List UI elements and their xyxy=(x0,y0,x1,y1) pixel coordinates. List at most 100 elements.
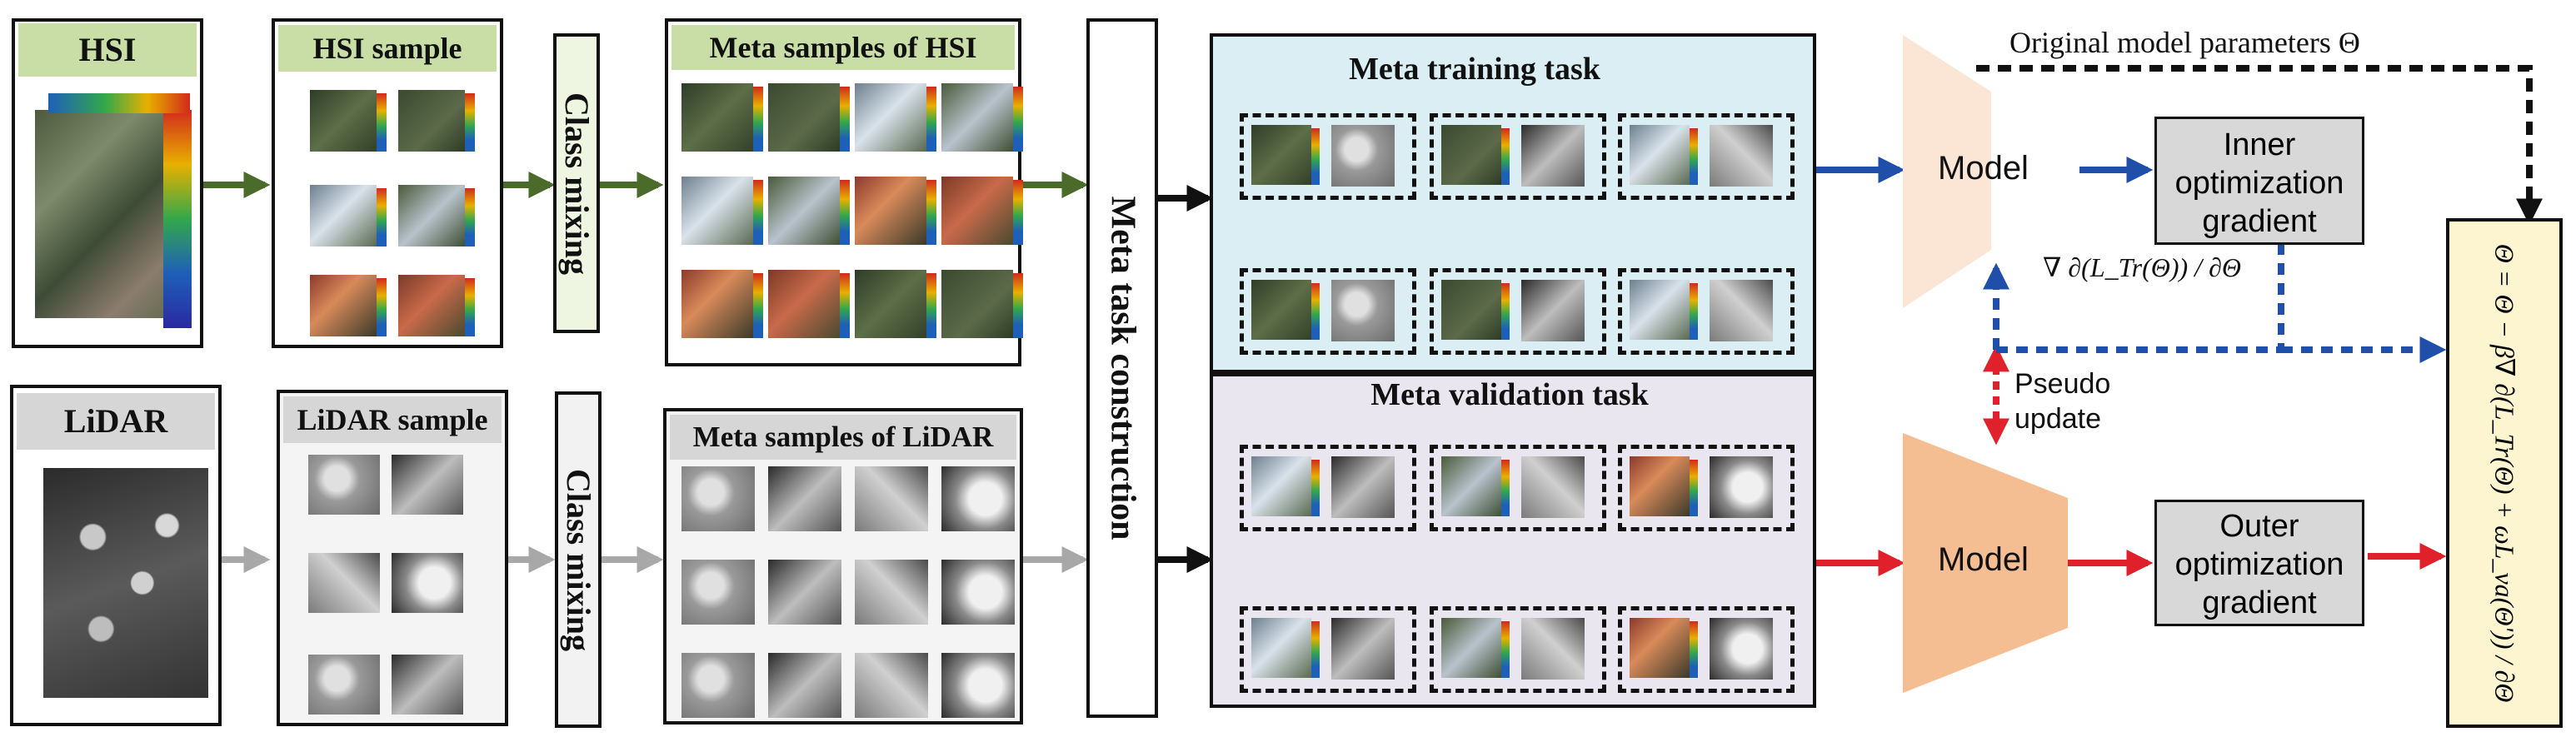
task-hsi-cube xyxy=(1630,618,1690,678)
task-hsi-cube-spectral-side xyxy=(1690,128,1698,185)
hsi-sample-cube xyxy=(310,275,377,336)
meta-lidar-tile xyxy=(681,466,755,531)
lidar-sample-tile xyxy=(308,455,380,515)
training-pair xyxy=(1240,113,1416,200)
task-hsi-cube xyxy=(1251,125,1311,185)
validation-pair xyxy=(1430,606,1606,693)
hsi-sample-cube-spectral-side xyxy=(377,188,387,247)
meta-hsi-cube-spectral-side xyxy=(926,87,936,152)
task-hsi-cube-spectral-side xyxy=(1501,128,1510,185)
task-hsi-cube-spectral-side xyxy=(1311,621,1320,678)
validation-pair xyxy=(1240,606,1416,693)
task-hsi-cube-spectral-side xyxy=(1501,283,1510,340)
task-hsi-cube-spectral-side xyxy=(1690,460,1698,516)
hsi-sample-cube-spectral-side xyxy=(377,93,387,152)
task-hsi-cube xyxy=(1251,456,1311,516)
meta-hsi-cube-spectral-side xyxy=(840,273,850,338)
task-lidar-tile xyxy=(1331,618,1395,680)
task-hsi-cube xyxy=(1630,280,1690,340)
pseudo-update-label: Pseudo update xyxy=(2014,366,2110,436)
task-lidar-tile xyxy=(1521,456,1585,518)
meta-hsi-cube xyxy=(681,177,753,245)
outer-gradient-line3: gradient xyxy=(2202,585,2317,620)
hsi-cube-image xyxy=(35,110,178,318)
task-lidar-tile xyxy=(1710,280,1773,341)
lidar-sample-title: LiDAR sample xyxy=(283,396,502,443)
lidar-image xyxy=(43,468,208,698)
validation-pair xyxy=(1618,606,1795,693)
meta-hsi-cube xyxy=(768,177,840,245)
task-hsi-cube-spectral-side xyxy=(1311,128,1320,185)
meta-lidar-tile xyxy=(941,466,1015,531)
meta-hsi-cube xyxy=(855,177,926,245)
gradient-expression: ∇ ∂(L_Tr(Θ)) / ∂Θ xyxy=(2043,251,2241,283)
meta-hsi-cube xyxy=(941,270,1013,338)
meta-hsi-cube-spectral-side xyxy=(840,87,850,152)
update-formula-box: Θ = Θ − β∇ ∂(L_Tr(Θ) + ωL_va(Θ')) / ∂Θ xyxy=(2446,218,2563,728)
hsi-sample-cube-spectral-side xyxy=(465,188,475,247)
task-lidar-tile xyxy=(1331,456,1395,518)
task-hsi-cube xyxy=(1441,280,1501,340)
meta-samples-lidar-title: Meta samples of LiDAR xyxy=(670,415,1016,460)
task-hsi-cube xyxy=(1251,280,1311,340)
hsi-sample-cube-spectral-side xyxy=(465,278,475,336)
original-params-label: Original model parameters Θ xyxy=(2004,25,2365,60)
meta-hsi-cube-spectral-side xyxy=(926,180,936,245)
task-lidar-tile xyxy=(1521,280,1585,341)
meta-hsi-cube-spectral-side xyxy=(926,273,936,338)
task-lidar-tile xyxy=(1521,125,1585,187)
validation-pair xyxy=(1430,445,1606,531)
outer-gradient-box: Outer optimization gradient xyxy=(2154,500,2364,626)
inner-gradient-line2: optimization xyxy=(2174,166,2344,201)
task-hsi-cube-spectral-side xyxy=(1311,460,1320,516)
training-pair xyxy=(1430,268,1606,355)
meta-hsi-cube-spectral-side xyxy=(1013,273,1023,338)
validation-pair xyxy=(1618,445,1795,531)
task-hsi-cube-spectral-side xyxy=(1690,621,1698,678)
meta-training-title: Meta training task xyxy=(1349,52,1600,87)
hsi-sample-cube-spectral-side xyxy=(377,278,387,336)
task-hsi-cube xyxy=(1441,125,1501,185)
task-lidar-tile xyxy=(1710,618,1773,680)
hsi-sample-cube-spectral-side xyxy=(465,93,475,152)
lidar-sample-tile xyxy=(392,553,463,613)
meta-hsi-cube xyxy=(941,83,1013,152)
update-formula: Θ = Θ − β∇ ∂(L_Tr(Θ) + ωL_va(Θ')) / ∂Θ xyxy=(2489,243,2519,703)
hsi-sample-title: HSI sample xyxy=(278,25,497,72)
meta-hsi-cube-spectral-side xyxy=(1013,180,1023,245)
hsi-sample-cube xyxy=(310,90,377,152)
hsi-cube-top xyxy=(48,93,190,113)
meta-lidar-tile xyxy=(768,466,841,531)
inner-gradient-line3: gradient xyxy=(2202,204,2317,239)
task-hsi-cube xyxy=(1441,456,1501,516)
meta-lidar-tile xyxy=(768,653,841,718)
meta-hsi-cube xyxy=(768,270,840,338)
dashed-original-params xyxy=(1976,65,2543,226)
task-hsi-cube xyxy=(1251,618,1311,678)
meta-hsi-cube xyxy=(855,83,926,152)
lidar-sample-tile xyxy=(308,553,380,613)
meta-lidar-tile xyxy=(941,653,1015,718)
meta-lidar-tile xyxy=(855,653,928,718)
meta-lidar-tile xyxy=(681,560,755,625)
meta-hsi-cube-spectral-side xyxy=(840,180,850,245)
lidar-sample-tile xyxy=(308,655,380,715)
outer-gradient-line2: optimization xyxy=(2174,547,2344,582)
task-hsi-cube xyxy=(1630,456,1690,516)
meta-hsi-cube xyxy=(941,177,1013,245)
class-mixing-hsi: Class mixing xyxy=(553,33,600,333)
pseudo-update-line1: Pseudo xyxy=(2014,368,2111,400)
meta-task-construction-label: Meta task construction xyxy=(1103,196,1142,540)
class-mixing-lidar-label: Class mixing xyxy=(559,468,597,651)
validation-pair xyxy=(1240,445,1416,531)
model-top-shape xyxy=(1903,35,1991,308)
task-lidar-tile xyxy=(1521,618,1585,680)
model-bottom-label: Model xyxy=(1938,541,2029,578)
hsi-cube-side xyxy=(163,110,192,328)
task-hsi-cube xyxy=(1630,125,1690,185)
inner-gradient-box: Inner optimization gradient xyxy=(2154,117,2364,245)
task-hsi-cube-spectral-side xyxy=(1311,283,1320,340)
model-top-label: Model xyxy=(1938,150,2029,187)
task-hsi-cube xyxy=(1441,618,1501,678)
